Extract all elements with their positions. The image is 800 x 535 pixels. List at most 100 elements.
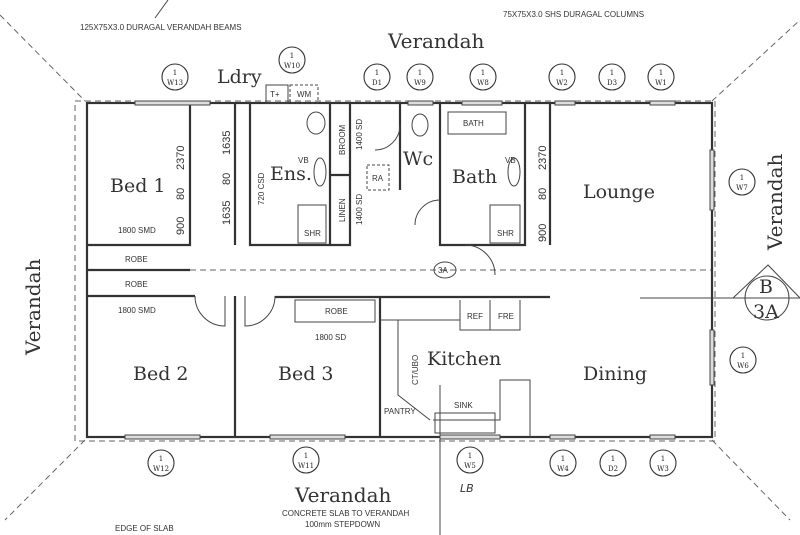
door-size-label: 1800 SMD — [118, 306, 156, 315]
door-size-label: 1400 SD — [355, 194, 364, 225]
leader-line — [154, 0, 169, 19]
tag-number: 1 — [159, 455, 163, 463]
linen-label: LINEN — [338, 198, 347, 222]
section-marker: B 3A — [640, 264, 800, 323]
tag-number: 1 — [659, 69, 663, 77]
verandah-top-label: Verandah — [387, 29, 485, 53]
tag-code: W12 — [153, 465, 169, 473]
tag-circle — [292, 446, 320, 474]
robe-label: ROBE — [125, 255, 148, 264]
tag-number: 1 — [418, 69, 422, 77]
dimension-label: 900 — [175, 217, 187, 235]
tag-w6: 1W6 — [729, 346, 757, 374]
tub-label: T+ — [270, 90, 280, 99]
tag-circle — [728, 168, 756, 196]
tag-circle — [406, 63, 434, 91]
dimension-label: 2370 — [537, 146, 549, 170]
grid-marker: 3A — [433, 261, 457, 279]
tag-number: 1 — [561, 455, 565, 463]
tag-number: 1 — [304, 452, 308, 460]
dimension-label: 1635 — [221, 201, 233, 225]
tag-w5: 1W5 — [456, 446, 484, 474]
handwritten-note: LB — [460, 482, 474, 495]
columns-note: 75X75X3.0 SHS DURAGAL COLUMNS — [503, 10, 644, 19]
tag-circle — [278, 46, 306, 74]
vanity-label: VB — [298, 156, 309, 165]
tag-number: 1 — [560, 69, 564, 77]
tag-w2: 1W2 — [548, 63, 576, 91]
fridge-label: REF — [467, 312, 483, 321]
tag-code: W8 — [477, 79, 489, 87]
tag-number: 1 — [661, 455, 665, 463]
tag-circle — [456, 446, 484, 474]
room-lounge: Lounge — [583, 181, 655, 203]
verandah-right-label: Verandah — [763, 153, 787, 251]
tag-number: 1 — [611, 455, 615, 463]
room-bath: Bath — [452, 166, 497, 188]
stepdown-note: 100mm STEPDOWN — [305, 520, 380, 529]
tag-code: W5 — [464, 462, 476, 470]
dimension-label: 2370 — [175, 146, 187, 170]
dimension-label: 80 — [537, 188, 549, 200]
room-bed1: Bed 1 — [110, 175, 166, 197]
tag-w8: 1W8 — [469, 63, 497, 91]
vanity-label: VB — [505, 156, 516, 165]
sink-label: SINK — [454, 401, 473, 410]
shower-label: SHR — [304, 229, 321, 238]
tag-circle — [469, 63, 497, 91]
edge-of-slab-note: EDGE OF SLAB — [115, 524, 174, 533]
broom-label: BROOM — [338, 124, 347, 155]
interior-walls — [87, 84, 552, 535]
dimension-labels: 2370 80 900 1635 80 1635 2370 80 900 — [175, 131, 549, 242]
tag-circle — [647, 63, 675, 91]
room-dining: Dining — [583, 363, 647, 385]
dimension-label: 1635 — [221, 131, 233, 155]
tag-w7: 1W7 — [728, 168, 756, 196]
window-door-tags: 1W131W101D11W91W81W21D31W11W71W61W121W11… — [147, 46, 757, 477]
tag-circle — [548, 63, 576, 91]
room-ldry: Ldry — [217, 66, 262, 88]
section-sheet: 3A — [753, 301, 779, 323]
tag-code: W7 — [736, 184, 748, 192]
tag-d2: 1D2 — [599, 449, 627, 477]
tag-number: 1 — [740, 174, 744, 182]
tag-code: W1 — [655, 79, 667, 87]
tag-w4: 1W4 — [549, 449, 577, 477]
tag-code: W3 — [657, 465, 669, 473]
tag-w9: 1W9 — [406, 63, 434, 91]
tag-code: D2 — [608, 465, 618, 473]
verandah-bottom-label: Verandah — [294, 483, 392, 507]
verandah-outline — [0, 14, 800, 521]
tag-w3: 1W3 — [649, 449, 677, 477]
tag-code: W9 — [414, 79, 426, 87]
tag-circle — [161, 63, 189, 91]
dimension-label: 80 — [221, 173, 233, 185]
tag-d1: 1D1 — [363, 63, 391, 91]
pantry-label: PANTRY — [384, 407, 416, 416]
slab-note: CONCRETE SLAB TO VERANDAH — [282, 509, 410, 518]
tag-number: 1 — [610, 69, 614, 77]
verandah-left-label: Verandah — [21, 258, 45, 356]
door-size-label: 1400 SD — [355, 119, 364, 150]
tag-circle — [729, 346, 757, 374]
tag-code: D1 — [372, 79, 382, 87]
robe-label: ROBE — [125, 280, 148, 289]
tag-number: 1 — [468, 452, 472, 460]
tag-circle — [363, 63, 391, 91]
tag-circle — [598, 63, 626, 91]
tag-code: W4 — [557, 465, 569, 473]
tag-circle — [549, 449, 577, 477]
tag-code: D3 — [607, 79, 617, 87]
room-ens: Ens. — [270, 163, 312, 185]
fixture-labels: ROBE ROBE ROBE 1800 SMD 1800 SMD 1800 SD… — [118, 90, 516, 416]
door-size-label: 1800 SD — [315, 333, 346, 342]
tag-circle — [599, 449, 627, 477]
windows — [124, 100, 715, 440]
tag-code: W10 — [284, 62, 300, 70]
tag-number: 1 — [290, 52, 294, 60]
